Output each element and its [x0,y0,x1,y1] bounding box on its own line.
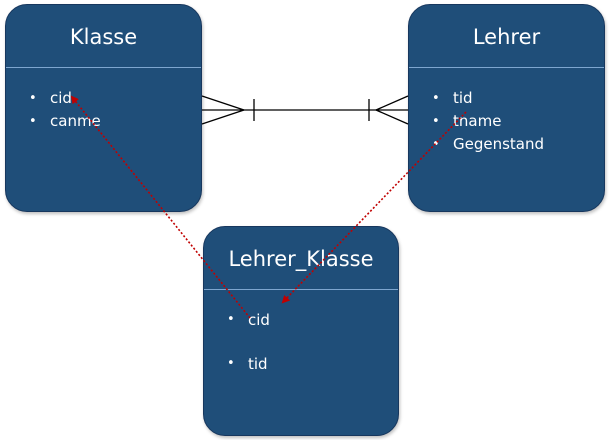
attribute-label: tid [453,89,473,107]
attribute-item: • cid [224,309,270,331]
attribute-list: • cid • canme [26,87,101,133]
crow-foot-lehrer-lower [375,109,409,125]
attribute-item: • tname [429,110,544,133]
bullet-icon: • [29,114,37,129]
attribute-list: • cid • tid [224,309,270,397]
crow-foot-lehrer-upper [375,95,409,111]
attribute-item: • Gegenstand [429,133,544,156]
bullet-icon: • [227,312,235,327]
bullet-icon: • [29,91,37,106]
entity-divider [204,289,398,290]
crow-foot-klasse-lower [201,109,245,125]
attribute-label: cid [248,311,270,329]
attribute-label: Gegenstand [453,135,545,153]
attribute-item: • canme [26,110,101,133]
entity-divider [6,67,201,68]
bullet-icon: • [432,137,440,152]
entity-title: Lehrer [472,25,541,49]
crow-foot-klasse-upper [201,95,245,111]
attribute-item: • tid [224,353,270,375]
attribute-label: canme [50,112,101,130]
entity-title: Klasse [69,25,138,49]
entity-klasse[interactable]: Klasse • cid • canme [5,4,202,212]
attribute-label: tid [248,355,268,373]
attribute-label: cid [50,89,72,107]
entity-divider [409,67,604,68]
entity-lehrer-klasse[interactable]: Lehrer_Klasse • cid • tid [203,226,399,436]
attribute-label: tname [453,112,502,130]
attribute-list: • tid • tname • Gegenstand [429,87,544,156]
bullet-icon: • [432,114,440,129]
attribute-item: • cid [26,87,101,110]
entity-title: Lehrer_Klasse [228,247,374,271]
attribute-item: • tid [429,87,544,110]
bullet-icon: • [432,91,440,106]
entity-lehrer[interactable]: Lehrer • tid • tname • Gegenstand [408,4,605,212]
bullet-icon: • [227,356,235,371]
relationship-klasse-lehrer[interactable] [201,95,409,125]
